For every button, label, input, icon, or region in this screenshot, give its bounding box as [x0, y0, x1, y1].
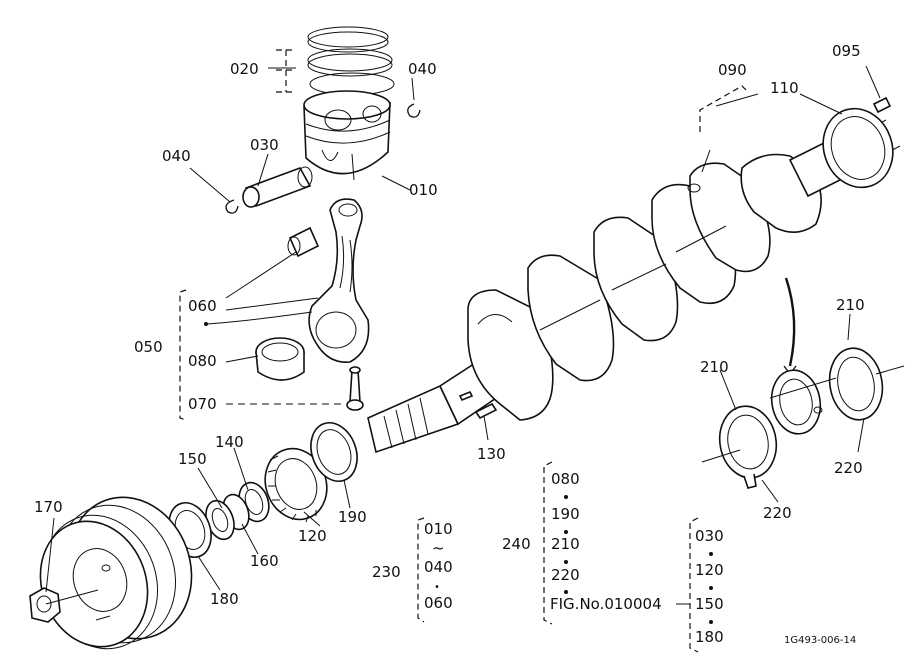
group-240-item: 080 [551, 470, 580, 488]
main-bearing-center [770, 369, 823, 435]
callout-110: 110 [770, 79, 799, 97]
rod-bolt [346, 366, 364, 411]
group-230-range: ~ [432, 539, 445, 557]
callout-010: 010 [409, 181, 438, 199]
fig-group-item: 150 [695, 595, 724, 613]
group-230-number: 230 [372, 563, 401, 581]
small-key [458, 390, 474, 402]
piston [303, 90, 391, 181]
piston-pin [242, 166, 313, 208]
group-230-item: 010 [424, 520, 453, 538]
group-240-fig-ref: FIG.No.010004 [550, 595, 662, 613]
small-end-bushing [287, 226, 320, 258]
group-230-item: 060 [424, 594, 453, 612]
callout-040-right: 040 [408, 60, 437, 78]
leader-lines [45, 65, 881, 605]
callout-190: 190 [338, 508, 367, 526]
group-fig-reference: 030 120 150 180 [695, 527, 724, 646]
callout-120: 120 [298, 527, 327, 545]
group-240: 240 080 190 210 220 FIG.No.010004 [502, 470, 662, 613]
circlip-left [225, 199, 239, 214]
callout-040-left: 040 [162, 147, 191, 165]
callout-160: 160 [250, 552, 279, 570]
crankshaft [367, 119, 901, 454]
circlip-right [407, 103, 421, 118]
pulley-nut [29, 587, 61, 623]
fig-group-item: 120 [695, 561, 724, 579]
callout-210-left: 210 [700, 358, 729, 376]
callout-210-right: 210 [836, 296, 865, 314]
callout-220-left: 220 [763, 504, 792, 522]
group-230-item: 040 [424, 558, 453, 576]
callout-150: 150 [178, 450, 207, 468]
group-240-item: 210 [551, 535, 580, 553]
drawing-code: 1G493-006-14 [784, 635, 856, 646]
group-240-item: 190 [551, 505, 580, 523]
callout-140: 140 [215, 433, 244, 451]
bracket-240 [543, 461, 553, 625]
callout-130: 130 [477, 445, 506, 463]
callout-220-right: 220 [834, 459, 863, 477]
thrust-washer-lower [718, 405, 778, 489]
thrust-washer-upper [828, 347, 884, 421]
crankshaft-pulley [39, 496, 193, 650]
rod-bearing [255, 337, 305, 381]
callout-070: 070 [188, 395, 217, 413]
dowel-pin [872, 96, 892, 114]
group-240-item: 220 [551, 566, 580, 584]
callout-180: 180 [210, 590, 239, 608]
piston-rings [307, 26, 395, 96]
callout-170: 170 [34, 498, 63, 516]
woodruff-key [474, 402, 498, 420]
bracket-fig [689, 517, 699, 653]
group-240-number: 240 [502, 535, 531, 553]
callout-020: 020 [230, 60, 259, 78]
bracket-050 [179, 289, 187, 421]
callout-060: 060 [188, 297, 217, 315]
fig-group-item: 180 [695, 628, 724, 646]
group-230: 230 010 ~ 040 • 060 [372, 520, 453, 612]
group-230-separator: • [434, 582, 440, 593]
fig-group-item: 030 [695, 527, 724, 545]
connecting-rod [308, 198, 370, 363]
callout-090: 090 [718, 61, 747, 79]
callout-095: 095 [832, 42, 861, 60]
callout-050: 050 [134, 338, 163, 356]
callout-030: 030 [250, 136, 279, 154]
callout-080: 080 [188, 352, 217, 370]
bracket-090 [699, 85, 749, 132]
main-bearing-right [822, 107, 894, 189]
bracket-230 [417, 517, 425, 623]
